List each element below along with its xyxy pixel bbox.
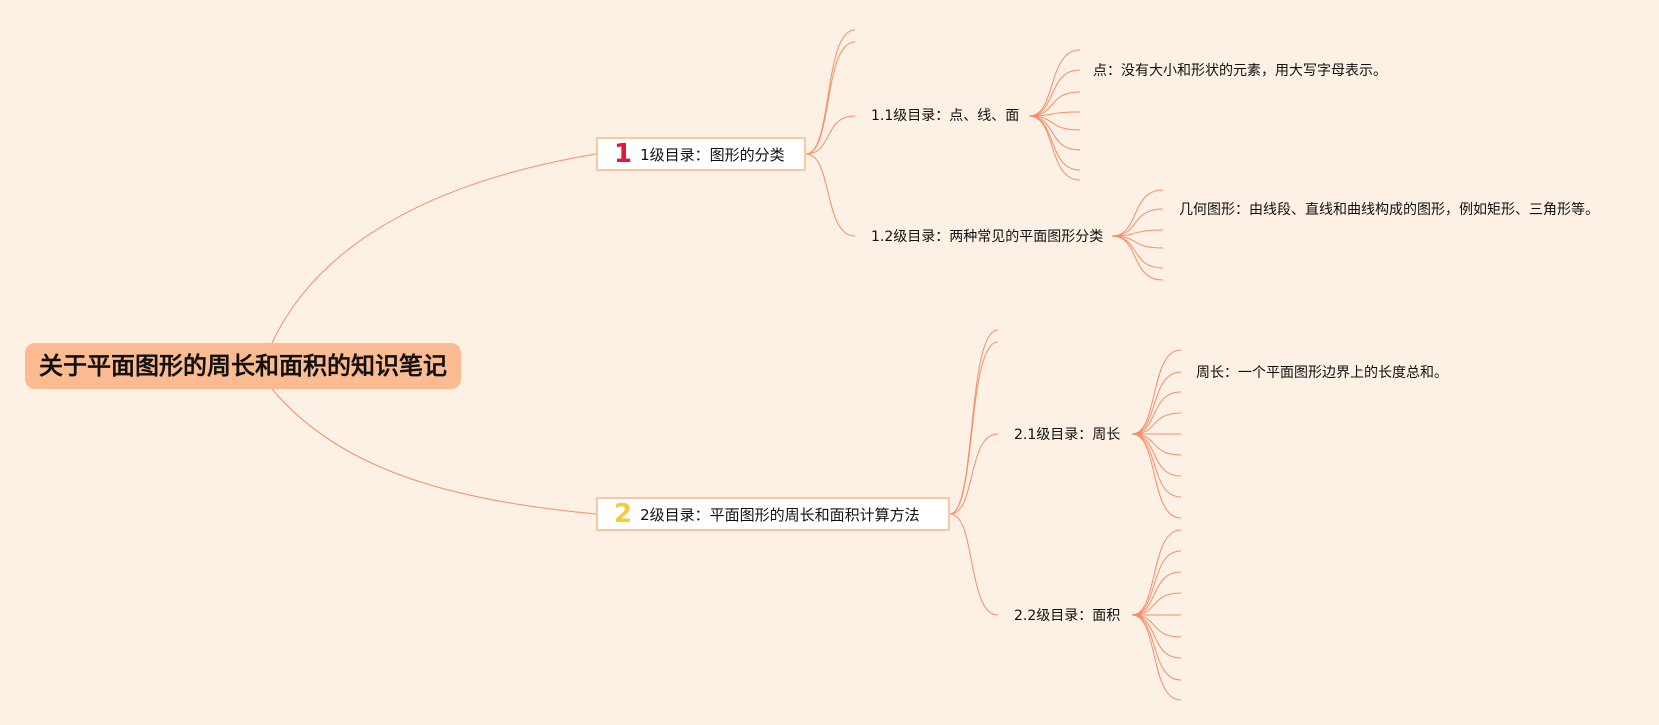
edge-sub-2-1-2 bbox=[1131, 391, 1182, 435]
edge-topic-2-1 bbox=[949, 341, 999, 515]
subtopic-2-2[interactable]: 2.2级目录：面积 bbox=[1014, 608, 1121, 624]
edge-sub-1-1-2 bbox=[1028, 91, 1081, 117]
subtopic-2-1[interactable]: 2.1级目录：周长 bbox=[1014, 427, 1121, 443]
edge-sub-2-1-5 bbox=[1131, 433, 1182, 456]
edge-sub-2-1-0 bbox=[1131, 349, 1182, 435]
edge-sub-2-1-3 bbox=[1131, 412, 1182, 435]
edge-sub-1-1-5 bbox=[1028, 115, 1081, 151]
edge-sub-1-1-0 bbox=[1028, 49, 1081, 117]
priority-1-icon: 1 bbox=[614, 139, 633, 169]
leaf-2-1-1[interactable]: 周长：一个平面图形边界上的长度总和。 bbox=[1196, 365, 1448, 381]
edge-sub-1-2-1 bbox=[1111, 208, 1164, 237]
edge-root-topic-2 bbox=[271, 388, 597, 515]
edge-topic-2-2 bbox=[949, 433, 999, 515]
edge-sub-2-2-3 bbox=[1131, 592, 1182, 616]
edge-sub-2-2-0 bbox=[1131, 529, 1182, 616]
edge-sub-2-1-1 bbox=[1131, 371, 1182, 435]
edge-sub-2-1-8 bbox=[1131, 433, 1182, 519]
edge-topic-1-2 bbox=[805, 115, 856, 155]
topic-2-label: 2级目录：平面图形的周长和面积计算方法 bbox=[640, 505, 920, 524]
edge-topic-2-0 bbox=[949, 329, 999, 515]
edge-topic-2-3 bbox=[949, 513, 999, 616]
topic-2[interactable]: 2 2级目录：平面图形的周长和面积计算方法 bbox=[596, 497, 950, 531]
edge-sub-1-2-5 bbox=[1111, 235, 1164, 281]
subtopic-1-2[interactable]: 1.2级目录：两种常见的平面图形分类 bbox=[871, 229, 1104, 245]
edge-sub-2-2-2 bbox=[1131, 571, 1182, 616]
edge-sub-2-2-5 bbox=[1131, 614, 1182, 638]
edge-sub-1-2-0 bbox=[1111, 189, 1164, 237]
topic-1[interactable]: 1 1级目录：图形的分类 bbox=[596, 137, 806, 171]
leaf-1-2-1[interactable]: 几何图形：由线段、直线和曲线构成的图形，例如矩形、三角形等。 bbox=[1179, 202, 1599, 218]
subtopic-1-1[interactable]: 1.1级目录：点、线、面 bbox=[871, 108, 1020, 124]
edge-root-topic-1 bbox=[271, 153, 597, 344]
edge-topic-1-1 bbox=[805, 41, 856, 155]
root-topic[interactable]: 关于平面图形的周长和面积的知识笔记 bbox=[25, 343, 461, 389]
edge-topic-1-3 bbox=[805, 153, 856, 237]
priority-2-icon: 2 bbox=[614, 499, 633, 529]
edge-sub-1-1-7 bbox=[1028, 115, 1081, 181]
leaf-1-1-1[interactable]: 点：没有大小和形状的元素，用大写字母表示。 bbox=[1093, 63, 1387, 79]
edge-sub-1-1-1 bbox=[1028, 69, 1081, 117]
edge-topic-1-0 bbox=[805, 29, 856, 155]
topic-1-label: 1级目录：图形的分类 bbox=[640, 145, 785, 164]
edge-sub-2-2-1 bbox=[1131, 550, 1182, 616]
edge-sub-2-2-8 bbox=[1131, 614, 1182, 701]
edge-sub-2-2-7 bbox=[1131, 614, 1182, 681]
edge-sub-2-1-7 bbox=[1131, 433, 1182, 498]
edge-sub-1-2-4 bbox=[1111, 235, 1164, 269]
